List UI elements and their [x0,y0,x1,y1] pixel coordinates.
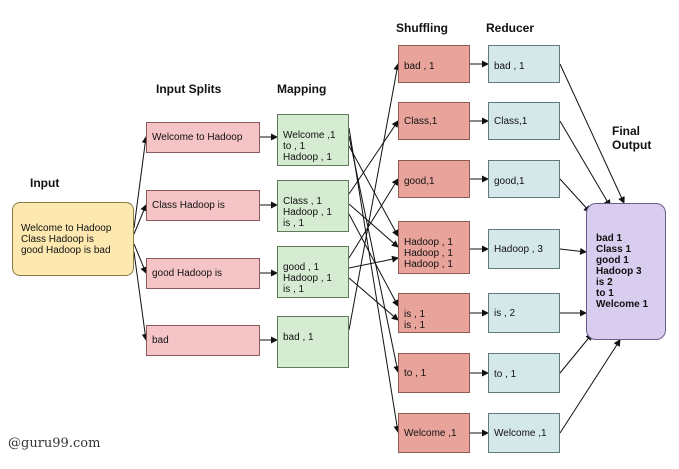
mapping-box-3: good , 1 Hadoop , 1 is , 1 [277,246,349,298]
arrow-input-to-split-2 [133,204,147,235]
arrow-map-3-to-shuf-hadoop [348,255,399,269]
arrow-red-7-to-final [559,339,621,434]
arrow-input-to-split-1 [133,136,149,229]
arrow-map-3-to-shuf-is [348,277,399,321]
input-text: Welcome to Hadoop Class Hadoop is good H… [21,222,112,256]
split-text-1: Welcome to Hadoop [152,132,243,143]
shuffling-text-1: bad , 1 [404,61,435,72]
header-input-splits: Input Splits [156,82,222,96]
reducer-box-3: good,1 [488,160,560,198]
reducer-text-1: bad , 1 [494,61,525,72]
split-text-2: Class Hadoop is [152,200,225,211]
shuffling-box-7: Welcome ,1 [398,413,470,453]
arrow-red-6-to-final [559,333,593,374]
split-box-2: Class Hadoop is [146,190,260,221]
header-shuffling: Shuffling [396,21,448,35]
reducer-box-5: is , 2 [488,293,560,333]
shuffling-box-1: bad , 1 [398,45,470,83]
input-box: Welcome to Hadoop Class Hadoop is good H… [12,202,134,276]
arrow-map-2-to-shuf-is [348,213,399,307]
arrow-map-4-to-shuf-bad [348,63,401,331]
shuffling-box-3: good,1 [398,160,470,198]
arrow-map-1-to-shuf-welcome [348,127,401,433]
header-final-output: Final Output [612,124,652,152]
reducer-text-5: is , 2 [494,307,516,319]
final-output-text: bad 1 Class 1 good 1 Hadoop 3 is 2 to 1 … [596,233,649,310]
final-output-box: bad 1 Class 1 good 1 Hadoop 3 is 2 to 1 … [586,203,666,340]
mapping-text-2: Class , 1 Hadoop , 1 is , 1 [283,196,332,229]
mapping-box-2: Class , 1 Hadoop , 1 is , 1 [277,180,349,232]
shuffling-text-5: is , 1 is , 1 [404,309,426,331]
header-reducer: Reducer [486,21,535,35]
split-box-3: good Hadoop is [146,258,260,289]
arrow-map-1-to-shuf-to [348,135,401,373]
reducer-box-6: to , 1 [488,353,560,393]
reducer-text-6: to , 1 [494,369,517,380]
shuffling-box-6: to , 1 [398,353,470,393]
reducer-box-4: Hadoop , 3 [488,229,560,269]
shuffling-text-7: Welcome ,1 [404,427,457,439]
arrow-red-3-to-final [559,178,591,213]
header-mapping: Mapping [277,82,327,96]
mapping-box-4: bad , 1 [277,316,349,368]
split-box-1: Welcome to Hadoop [146,122,260,153]
reducer-box-1: bad , 1 [488,45,560,83]
mapping-box-1: Welcome ,1 to , 1 Hadoop , 1 [277,114,349,166]
mapping-text-3: good , 1 Hadoop , 1 is , 1 [283,262,332,295]
header-input: Input [30,176,60,190]
arrow-red-2-to-final [559,120,611,207]
shuffling-text-2: Class,1 [404,115,438,127]
reducer-text-7: Welcome ,1 [494,427,547,439]
split-text-4: bad [152,335,169,346]
mapping-text-1: Welcome ,1 to , 1 Hadoop , 1 [283,130,336,163]
mapping-text-4: bad , 1 [283,332,314,343]
arrow-input-to-split-3 [133,243,147,274]
arrow-map-2-to-shuf-class [348,120,399,195]
reducer-text-4: Hadoop , 3 [494,243,543,255]
arrow-input-to-split-4 [133,251,149,341]
shuffling-box-5: is , 1 is , 1 [398,293,470,333]
shuffling-text-6: to , 1 [404,367,427,379]
credit-watermark: @guru99.com [8,436,101,451]
split-text-3: good Hadoop is [152,268,223,279]
arrow-red-4-to-final [559,247,587,255]
shuffling-text-4: Hadoop , 1 Hadoop , 1 Hadoop , 1 [404,237,453,270]
reducer-box-7: Welcome ,1 [488,413,560,453]
reducer-text-3: good,1 [494,176,525,187]
reducer-text-2: Class,1 [494,115,528,127]
shuffling-text-3: good,1 [404,176,435,187]
split-box-4: bad [146,325,260,356]
arrow-red-1-to-final [559,63,625,204]
shuffling-box-2: Class,1 [398,102,470,140]
arrow-map-1-to-shuf-hadoop [348,145,399,237]
arrow-map-2-to-shuf-hadoop [348,203,399,248]
arrow-map-3-to-shuf-good [348,178,399,259]
reducer-box-2: Class,1 [488,102,560,140]
shuffling-box-4: Hadoop , 1 Hadoop , 1 Hadoop , 1 [398,221,470,274]
